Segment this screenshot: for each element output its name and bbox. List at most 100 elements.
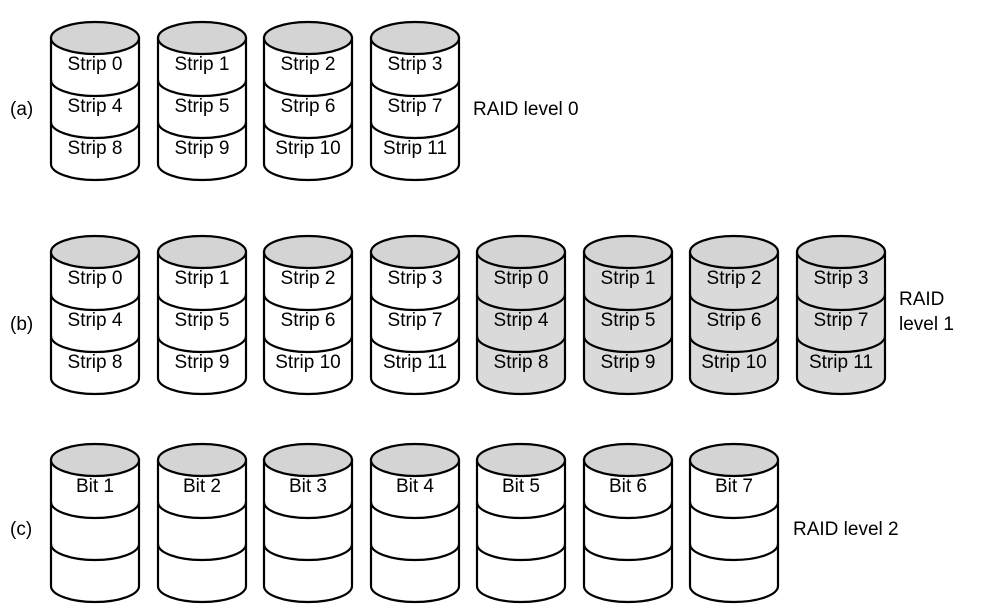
raid-label-b-line-2: level 1 [899, 314, 954, 335]
row-label-b: (b) [10, 314, 33, 335]
mirror-disk-row-b-2-separator-2 [582, 335, 674, 354]
disk-row-b-4-top [369, 234, 461, 270]
disk-row-b-3-body [262, 250, 354, 396]
disk-row-c-3-segment-1-label: Bit 3 [289, 476, 327, 497]
disk-row-c-7: Bit 7 [688, 442, 780, 604]
disk-row-c-6-separator-1 [582, 501, 674, 520]
mirror-disk-row-b-3-segment-2-label: Strip 6 [707, 310, 762, 331]
mirror-disk-row-b-1-segment-3-label: Strip 8 [494, 352, 549, 373]
disk-row-c-3-separator-2 [262, 543, 354, 562]
disk-row-c-2-separator-2 [156, 543, 248, 562]
disk-row-c-7-top [688, 442, 780, 478]
disk-row-c-1-separator-2 [49, 543, 141, 562]
disk-row-a-3-separator-2 [262, 121, 354, 140]
disk-row-c-6-segment-1-label: Bit 6 [609, 476, 647, 497]
mirror-disk-row-b-4-segment-3-label: Strip 11 [809, 352, 873, 373]
raid-row-c: (c) Bit 1 Bit 2 Bit 3 Bit 4 Bit 5 Bit 6 … [10, 442, 899, 604]
mirror-disk-row-b-2-body [582, 250, 674, 396]
mirror-disk-row-b-4-separator-1 [795, 293, 887, 312]
mirror-disk-row-b-1-segment-1-label: Strip 0 [494, 268, 549, 289]
mirror-disk-row-b-2-segment-2-label: Strip 5 [601, 310, 656, 331]
disk-row-a-2-segment-2-label: Strip 5 [175, 96, 230, 117]
raid-label-c-line-1: RAID level 2 [793, 519, 899, 540]
mirror-disk-row-b-4-top [795, 234, 887, 270]
row-label-c: (c) [10, 519, 32, 540]
disk-row-a-4-top [369, 20, 461, 56]
raid-label-c: RAID level 2 [793, 519, 899, 540]
disk-row-c-5-body [475, 458, 567, 604]
disk-row-a-3-segment-1-label: Strip 2 [281, 54, 336, 75]
disk-row-a-1-segment-1-label: Strip 0 [68, 54, 123, 75]
disk-row-b-2-segment-1-label: Strip 1 [175, 268, 230, 289]
disk-row-b-1-segment-3-label: Strip 8 [68, 352, 123, 373]
mirror-disk-row-b-3-segment-1-label: Strip 2 [707, 268, 762, 289]
disk-row-c-6-body [582, 458, 674, 604]
mirror-disk-row-b-1-segment-2-label: Strip 4 [494, 310, 549, 331]
mirror-disk-row-b-3-separator-1 [688, 293, 780, 312]
disk-row-b-1-separator-1 [49, 293, 141, 312]
disk-row-c-1-separator-1 [49, 501, 141, 520]
disk-row-c-1-segment-1-label: Bit 1 [76, 476, 114, 497]
mirror-disk-row-b-1-top [475, 234, 567, 270]
row-label-a: (a) [10, 99, 33, 120]
disk-row-a-4-segment-1-label: Strip 3 [388, 54, 443, 75]
disk-row-c-7-separator-1 [688, 501, 780, 520]
disk-row-a-1-top [49, 20, 141, 56]
disk-row-a-3-top [262, 20, 354, 56]
mirror-disk-row-b-1-body [475, 250, 567, 396]
disk-row-c-4-body [369, 458, 461, 604]
disk-row-b-4-body [369, 250, 461, 396]
disk-row-b-1-top [49, 234, 141, 270]
disk-row-c-5-separator-2 [475, 543, 567, 562]
mirror-disk-row-b-3: Strip 2 Strip 6 Strip 10 [688, 234, 780, 396]
raid-label-b-line-1: RAID [899, 289, 944, 310]
disk-row-c-1-body [49, 458, 141, 604]
disk-row-c-6-separator-2 [582, 543, 674, 562]
disk-row-a-1-separator-1 [49, 79, 141, 98]
disk-row-b-2-top [156, 234, 248, 270]
disk-row-b-2-separator-1 [156, 293, 248, 312]
disk-row-b-3-top [262, 234, 354, 270]
disk-row-c-5-separator-1 [475, 501, 567, 520]
mirror-disk-row-b-3-segment-3-label: Strip 10 [701, 352, 766, 373]
disk-row-b-4-separator-1 [369, 293, 461, 312]
disk-row-b-4-separator-2 [369, 335, 461, 354]
disk-row-a-4-segment-3-label: Strip 11 [383, 138, 447, 159]
mirror-disk-row-b-4: Strip 3 Strip 7 Strip 11 [795, 234, 887, 396]
disk-row-c-2-body [156, 458, 248, 604]
mirror-disk-row-b-3-separator-2 [688, 335, 780, 354]
raid-label-a-line-1: RAID level 0 [473, 99, 579, 120]
disk-row-a-2-top [156, 20, 248, 56]
mirror-disk-row-b-2-top [582, 234, 674, 270]
disk-row-c-2: Bit 2 [156, 442, 248, 604]
disk-row-c-4-top [369, 442, 461, 478]
disk-row-c-4: Bit 4 [369, 442, 461, 604]
disk-row-b-4-segment-2-label: Strip 7 [388, 310, 443, 331]
disk-row-a-4-separator-1 [369, 79, 461, 98]
disk-row-a-2-body [156, 36, 248, 182]
disk-row-b-2-separator-2 [156, 335, 248, 354]
disk-row-a-2-segment-3-label: Strip 9 [175, 138, 230, 159]
mirror-disk-row-b-1-separator-2 [475, 335, 567, 354]
disk-row-b-2-segment-3-label: Strip 9 [175, 352, 230, 373]
mirror-disk-row-b-4-separator-2 [795, 335, 887, 354]
disk-row-a-1-body [49, 36, 141, 182]
mirror-disk-row-b-4-segment-2-label: Strip 7 [814, 310, 869, 331]
disk-row-b-1-body [49, 250, 141, 396]
disk-row-c-1-top [49, 442, 141, 478]
mirror-disk-row-b-4-segment-1-label: Strip 3 [814, 268, 869, 289]
disk-row-b-1-segment-2-label: Strip 4 [68, 310, 123, 331]
disk-row-c-3-separator-1 [262, 501, 354, 520]
disk-row-a-3-segment-3-label: Strip 10 [275, 138, 340, 159]
mirror-disk-row-b-3-body [688, 250, 780, 396]
disk-row-c-5: Bit 5 [475, 442, 567, 604]
disk-row-a-2-separator-2 [156, 121, 248, 140]
disk-row-a-4-body [369, 36, 461, 182]
disk-row-c-7-segment-1-label: Bit 7 [715, 476, 753, 497]
